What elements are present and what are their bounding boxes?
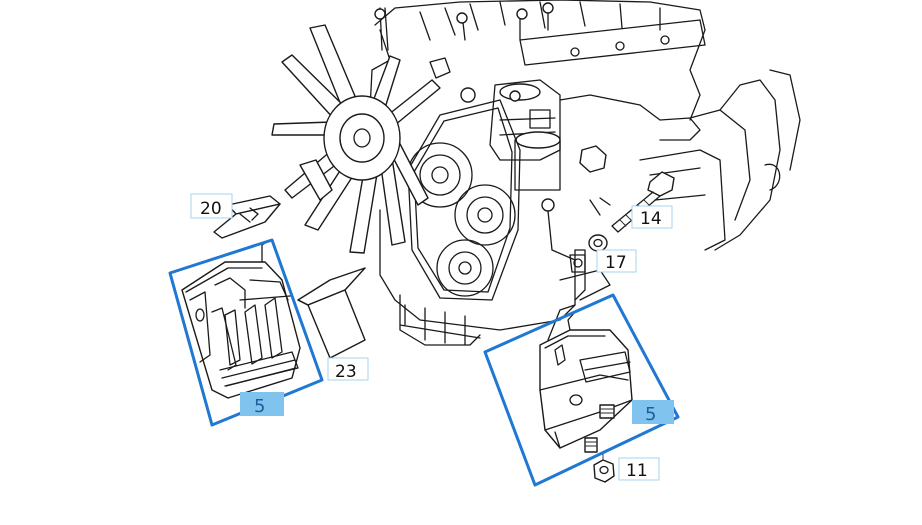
engine-block [369,0,801,346]
cooling-fan [271,24,441,254]
part-17-washer [588,234,608,252]
highlight-text: 5 [645,404,656,425]
callout-box [327,357,369,381]
right-engine-mount [539,304,633,453]
callout-23: 23 [327,357,369,382]
part-20-bracket [213,195,281,239]
selection-outline-left [168,238,324,427]
callout-box [596,249,637,273]
left-engine-mount [181,239,301,399]
highlight-text: 5 [254,396,265,417]
part-23-heat-shield [297,267,366,359]
highlight-box [240,392,284,416]
highlight-label-5-right: 5 [632,400,674,425]
callout-text: 23 [335,362,357,382]
callout-box [618,457,660,481]
part-14-bolt [611,171,675,233]
callout-box [190,193,233,219]
callout-17: 17 [596,249,637,273]
part-11-nut [593,453,615,483]
callout-20: 20 [190,193,233,219]
callout-14: 14 [631,205,673,229]
callout-11: 11 [618,457,660,481]
callout-text: 20 [200,199,222,219]
callout-box [631,205,673,229]
callout-text: 17 [605,253,627,273]
callout-text: 14 [640,209,662,229]
highlight-box [632,400,674,424]
callout-text: 11 [626,461,648,481]
highlight-label-5-left: 5 [240,392,284,417]
selection-outline-right [483,293,680,487]
